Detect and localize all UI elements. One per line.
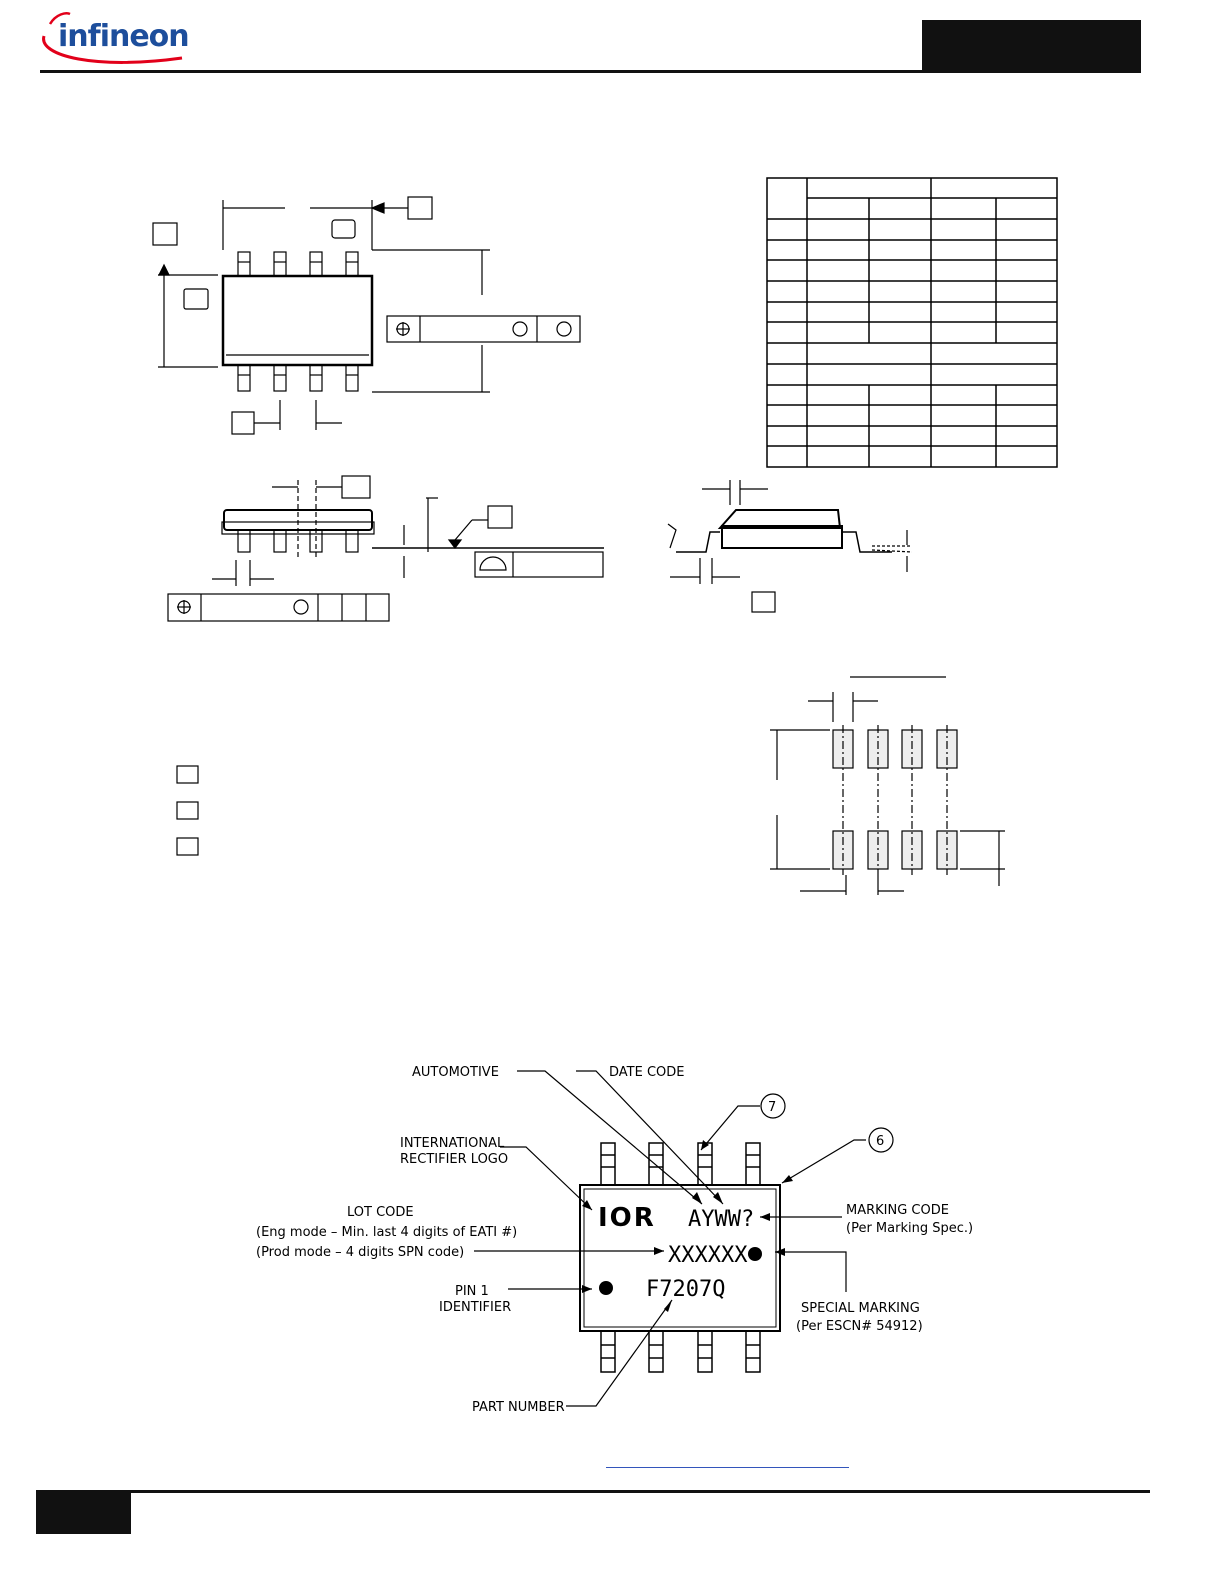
label-marking-code-line1: MARKING CODE [846, 1203, 949, 1218]
chip-part-number: F7207Q [646, 1277, 725, 1302]
label-intl-line2: RECTIFIER LOGO [400, 1152, 508, 1167]
label-pin1-line2: IDENTIFIER [439, 1300, 511, 1315]
label-special-line2: (Per ESCN# 54912) [796, 1319, 923, 1334]
pin1-dot [599, 1281, 613, 1295]
logo-text: infineon [58, 19, 189, 54]
footer-link-underline[interactable] [606, 1467, 849, 1468]
dimension-table [766, 177, 1058, 468]
label-automotive: AUTOMOTIVE [412, 1065, 499, 1080]
label-part-number: PART NUMBER [472, 1400, 565, 1415]
special-marking-dot [748, 1247, 762, 1261]
label-marking-code-line2: (Per Marking Spec.) [846, 1221, 973, 1236]
footprint-drawing [770, 676, 1005, 895]
header-rule [40, 70, 1141, 73]
side-view [167, 475, 604, 622]
top-view [152, 196, 581, 435]
callout-6-number: 6 [876, 1134, 884, 1149]
label-lot-line3: (Prod mode – 4 digits SPN code) [256, 1245, 464, 1260]
end-view [667, 480, 913, 613]
callout-7-number: 7 [768, 1100, 776, 1115]
label-lot-line1: LOT CODE [347, 1205, 414, 1220]
note-markers [176, 765, 199, 856]
callout-arrowheads [582, 1140, 793, 1312]
label-intl-line1: INTERNATIONAL [400, 1136, 505, 1151]
footer-page-block [36, 1492, 131, 1534]
infineon-logo: infineon [42, 12, 190, 64]
package-outline-drawing [152, 177, 1058, 895]
part-marking-diagram: IOR AYWW? XXXXXX F7207Q AUTOMOTIVE DATE … [256, 1065, 973, 1415]
label-lot-line2: (Eng mode – Min. last 4 digits of EATI #… [256, 1225, 517, 1240]
chip-lot-code: XXXXXX [668, 1243, 748, 1268]
page-header: infineon [0, 0, 1224, 80]
label-special-line1: SPECIAL MARKING [801, 1301, 920, 1316]
callout-lines [474, 1070, 894, 1407]
label-pin1-line1: PIN 1 [455, 1284, 489, 1299]
label-date-code: DATE CODE [609, 1065, 685, 1080]
header-title-block [922, 20, 1141, 71]
chip-date-code: AYWW? [688, 1207, 754, 1232]
ir-logo: IOR [598, 1203, 656, 1233]
footer-rule [36, 1490, 1150, 1493]
